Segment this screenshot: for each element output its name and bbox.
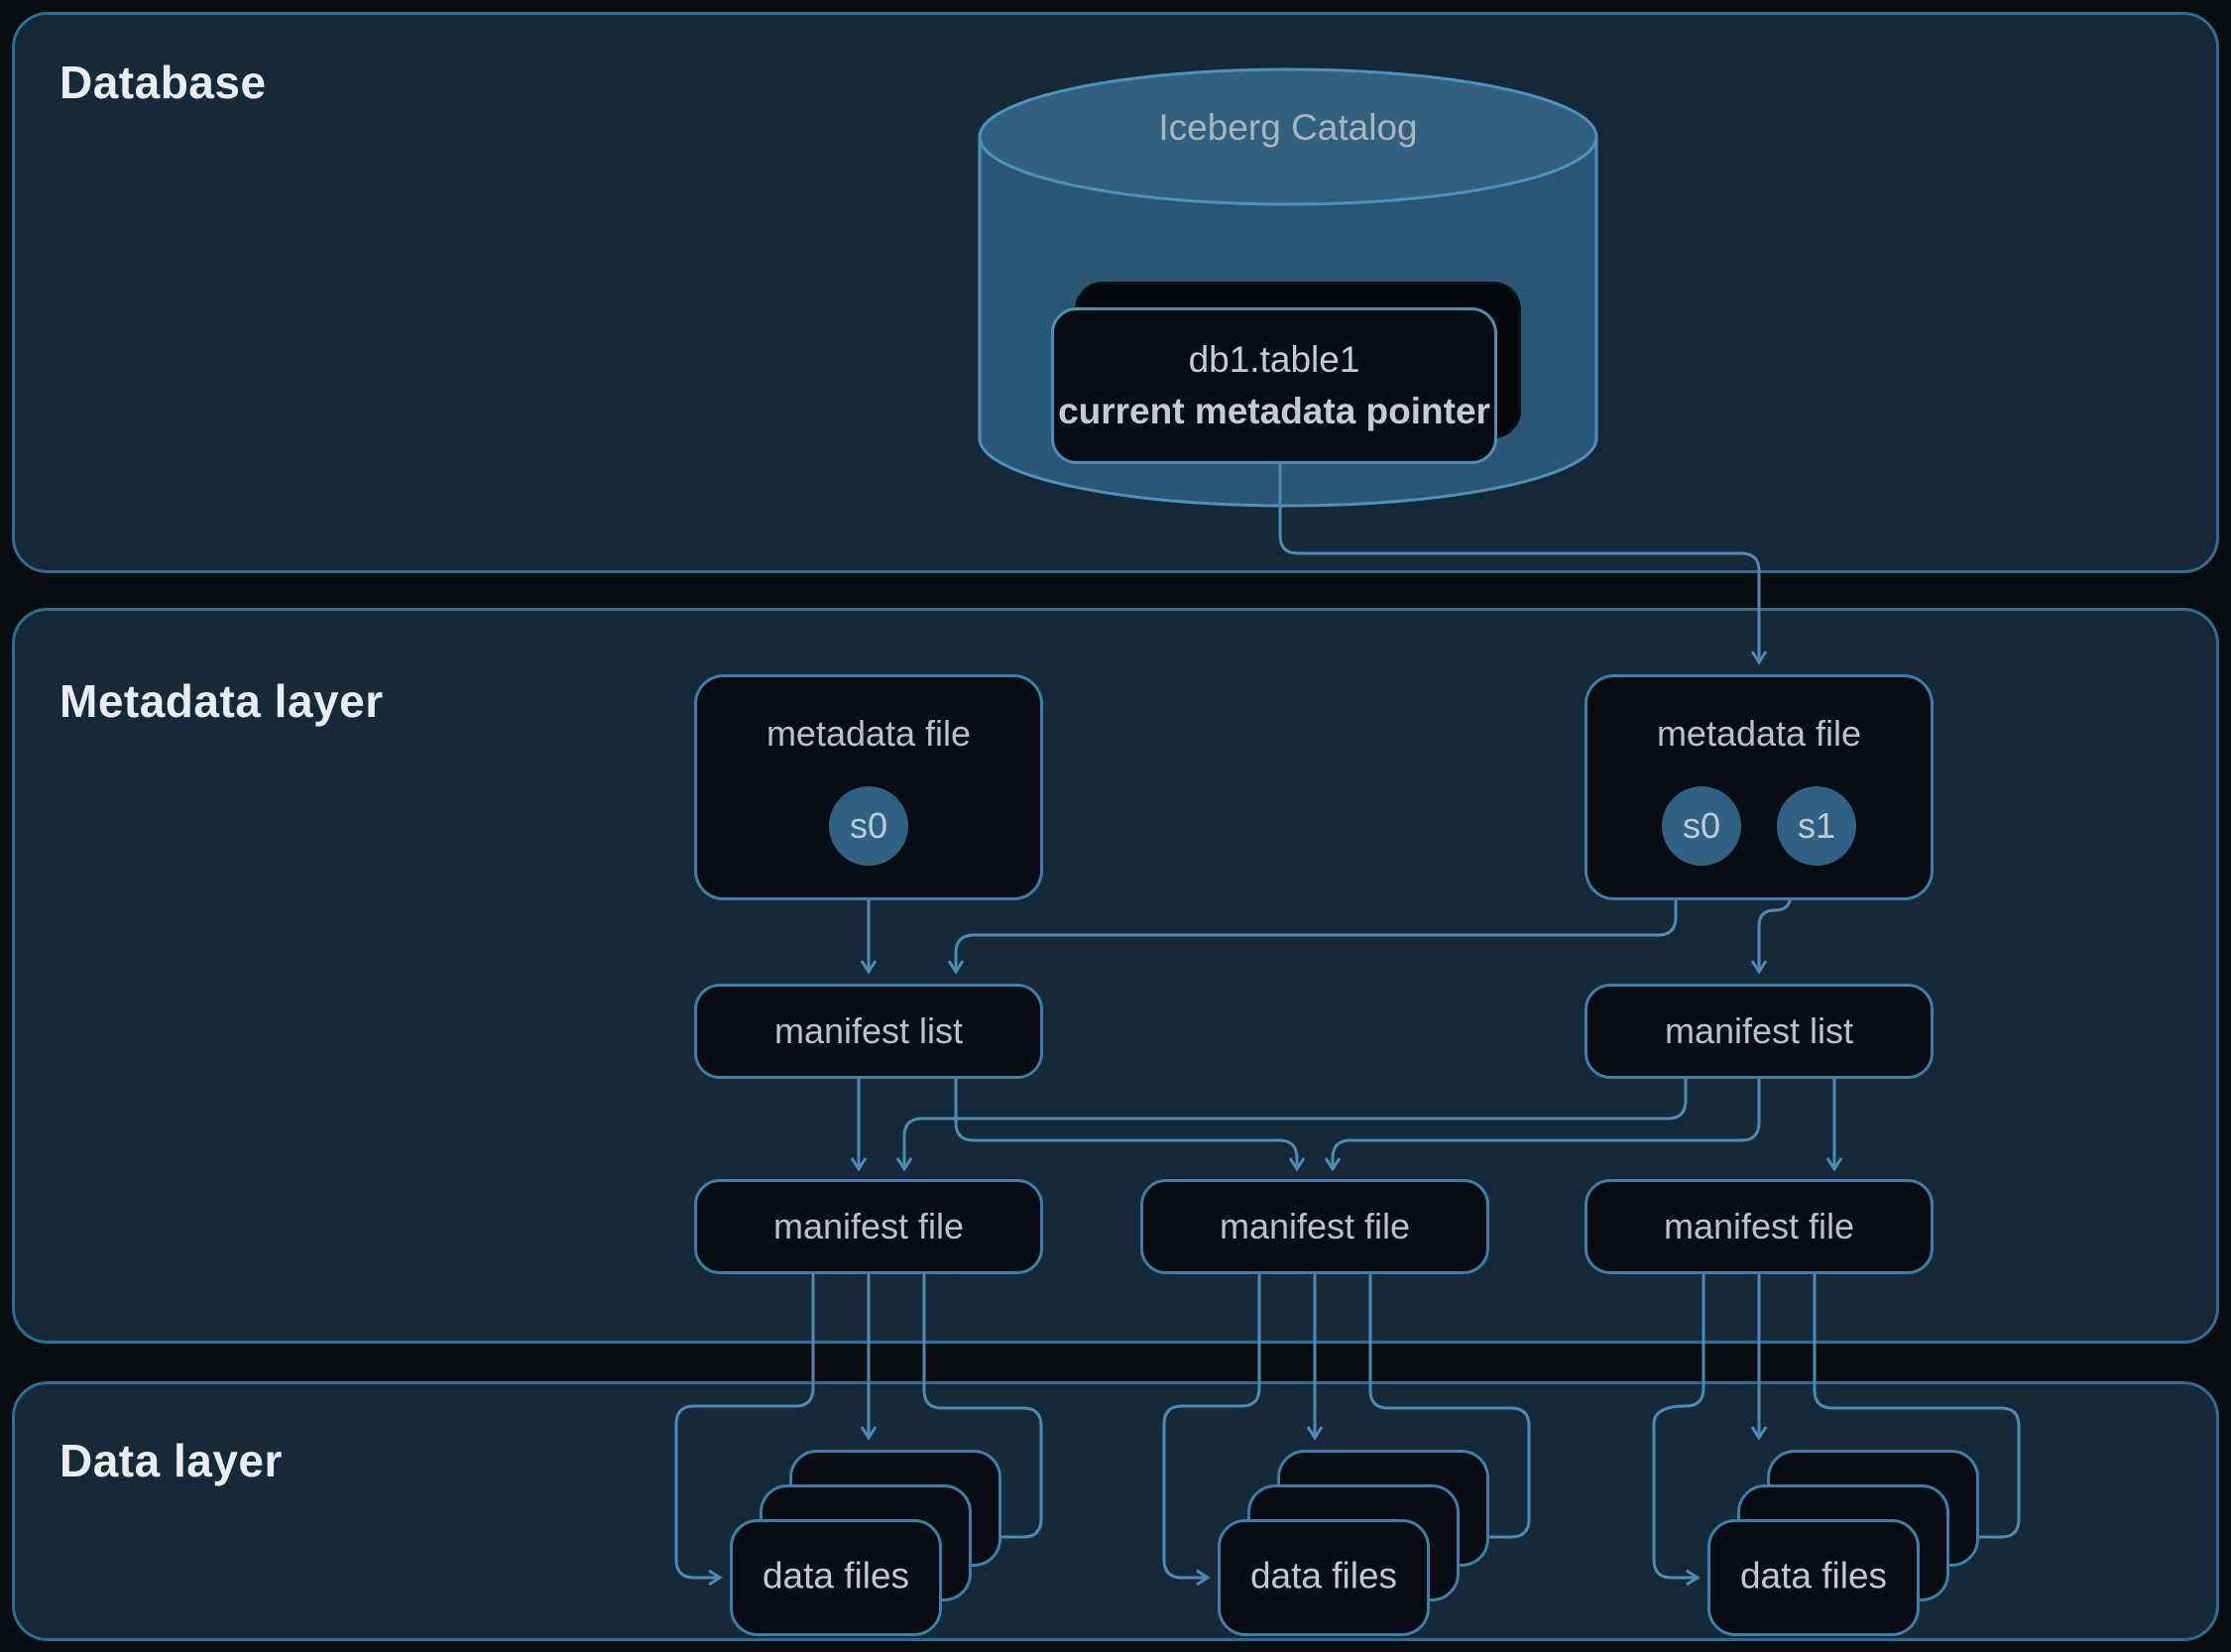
snapshot-s0-badge: s0 [1662,786,1741,866]
metadata-file-right-label: metadata file [1656,713,1862,754]
manifest-file-right-label: manifest file [1663,1206,1855,1246]
pointer-table-name: db1.table1 [1188,339,1360,380]
data-files-label: data files [1249,1555,1398,1596]
metadata-layer-title: Metadata layer [59,675,384,727]
manifest-file-middle-label: manifest file [1219,1206,1411,1246]
snapshot-s0-badge: s0 [829,786,908,866]
manifest-file-right: manifest file [1585,1179,1934,1274]
stack-card-front: data files [1218,1519,1430,1636]
manifest-list-right-label: manifest list [1664,1010,1854,1051]
metadata-file-left: metadata file s0 [694,674,1043,900]
manifest-list-left-label: manifest list [773,1010,964,1051]
manifest-file-left: manifest file [694,1179,1043,1274]
data-files-label: data files [1739,1555,1888,1596]
stack-card-front: data files [1707,1519,1920,1636]
data-layer-title: Data layer [59,1435,283,1486]
metadata-pointer-card: db1.table1 current metadata pointer [1051,307,1497,464]
stack-card-front: data files [730,1519,942,1636]
manifest-file-middle: manifest file [1140,1179,1489,1274]
data-files-label: data files [762,1555,910,1596]
metadata-file-right: metadata file s0 s1 [1585,674,1934,900]
iceberg-catalog-label: Iceberg Catalog [1158,107,1418,148]
manifest-file-left-label: manifest file [772,1206,965,1246]
manifest-list-right: manifest list [1585,984,1934,1079]
snapshot-s1-badge: s1 [1777,786,1856,866]
database-layer-title: Database [59,57,267,108]
manifest-list-left: manifest list [694,984,1043,1079]
pointer-caption: current metadata pointer [1058,391,1490,431]
metadata-file-left-label: metadata file [765,713,972,754]
